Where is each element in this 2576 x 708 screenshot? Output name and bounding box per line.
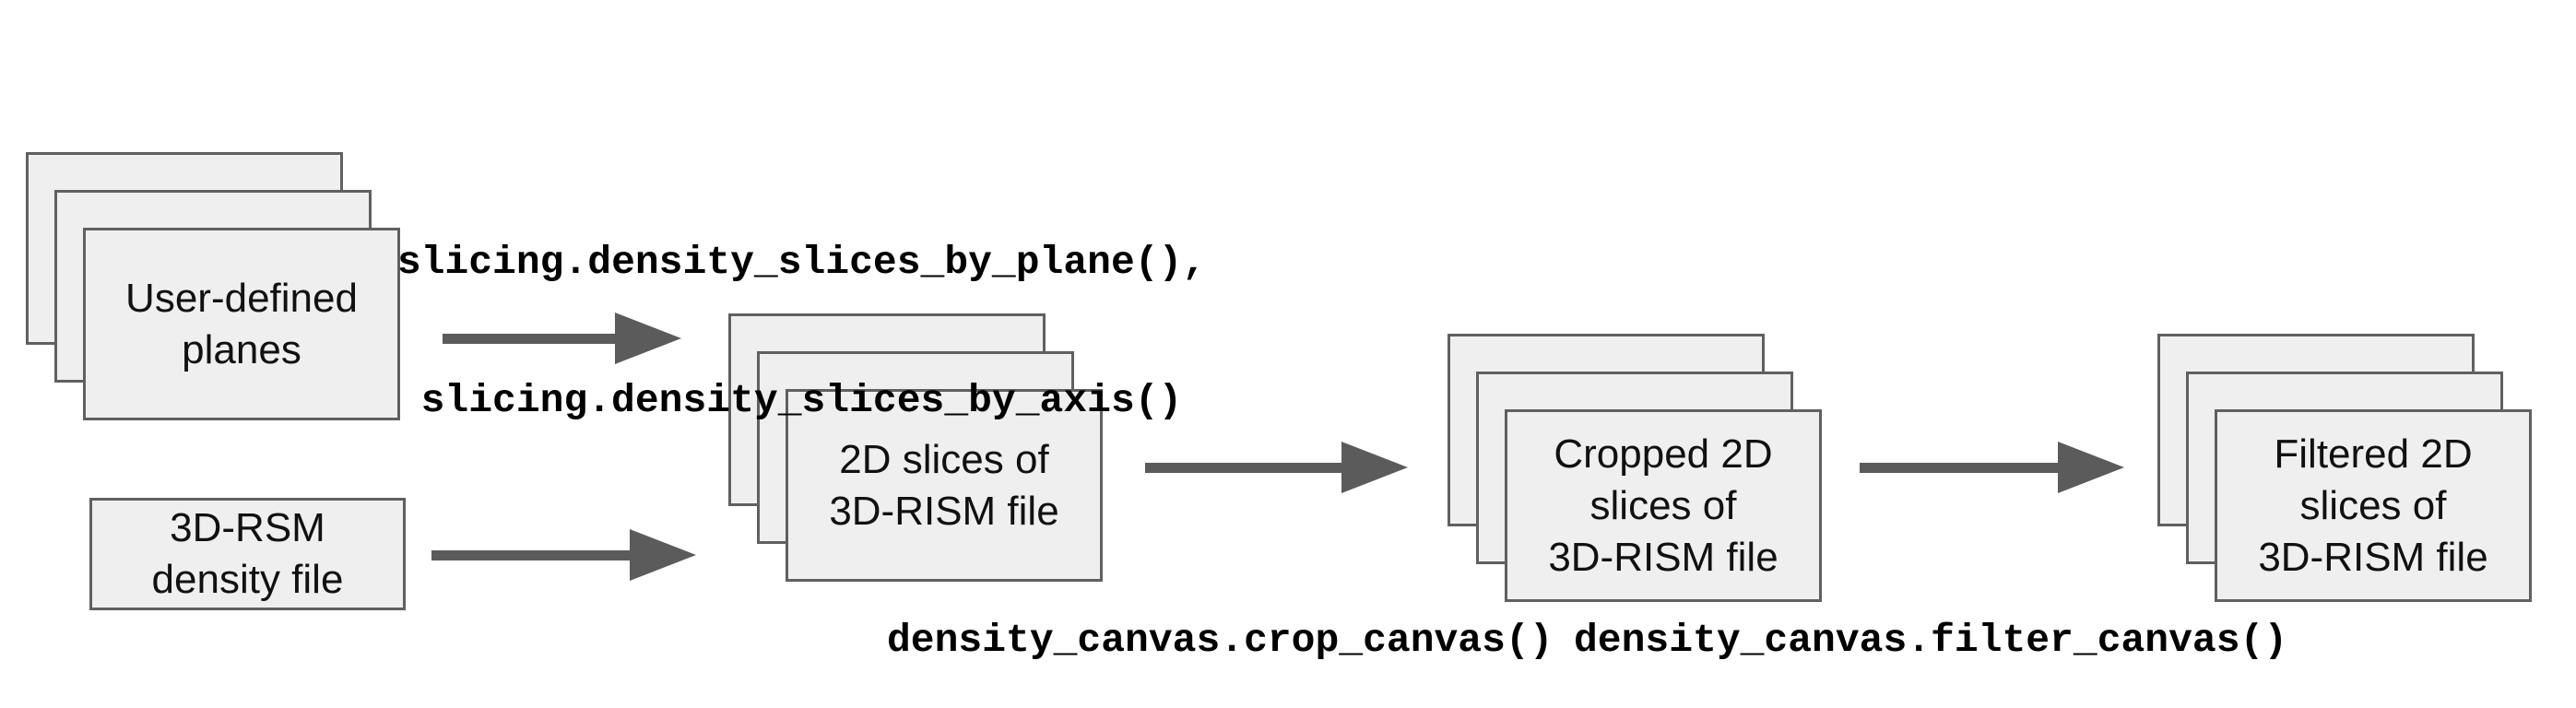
arrow-head-icon [630, 529, 696, 581]
density-file-label-line2: density file [151, 557, 344, 602]
code-slicing-line2: slicing.density_slices_by_axis() [420, 378, 1183, 423]
filtered-slices-label-line3: 3D-RISM file [2258, 534, 2488, 580]
arrow-head-icon [1341, 442, 1408, 493]
arrow-shaft [443, 334, 615, 344]
code-slicing-functions: slicing.density_slices_by_plane(), slici… [380, 148, 1223, 516]
arrow-head-icon [615, 313, 681, 364]
2d-slices-label-line2: 3D-RISM file [829, 488, 1059, 534]
user-planes-label-line2: planes [182, 326, 301, 372]
arrow-cropped-to-filtered [1860, 442, 2124, 493]
code-crop-function: density_canvas.crop_canvas() [887, 618, 1554, 663]
filtered-slices-label-line1: Filtered 2D [2274, 431, 2473, 477]
density-file-label-line1: 3D-RSM [170, 505, 325, 550]
code-slicing-line1: slicing.density_slices_by_plane(), [396, 240, 1207, 285]
arrow-shaft [1145, 463, 1341, 473]
stack-card-front: 2D slices of 3D-RISM file [786, 389, 1103, 582]
arrow-shaft [431, 550, 630, 560]
arrow-head-icon [2058, 442, 2124, 493]
arrow-shaft [1860, 463, 2058, 473]
cropped-slices-label-line3: 3D-RISM file [1548, 534, 1778, 580]
2d-slices-label-line1: 2D slices of [839, 436, 1049, 482]
density-file-box: 3D-RSM density file [89, 498, 406, 610]
arrow-planes-to-slices [443, 313, 681, 364]
filtered-slices-label-line2: slices of [2299, 482, 2447, 528]
cropped-slices-label-line2: slices of [1589, 482, 1737, 528]
stack-card-front: Cropped 2D slices of 3D-RISM file [1505, 409, 1822, 602]
stack-card-front: User-defined planes [83, 228, 400, 420]
arrow-density-to-slices [431, 529, 696, 581]
code-filter-function: density_canvas.filter_canvas() [1574, 618, 2288, 663]
user-planes-label-line1: User-defined [125, 275, 358, 321]
stack-card-front: Filtered 2D slices of 3D-RISM file [2215, 409, 2532, 602]
arrow-slices-to-cropped [1145, 442, 1408, 493]
cropped-slices-label-line1: Cropped 2D [1554, 431, 1773, 477]
